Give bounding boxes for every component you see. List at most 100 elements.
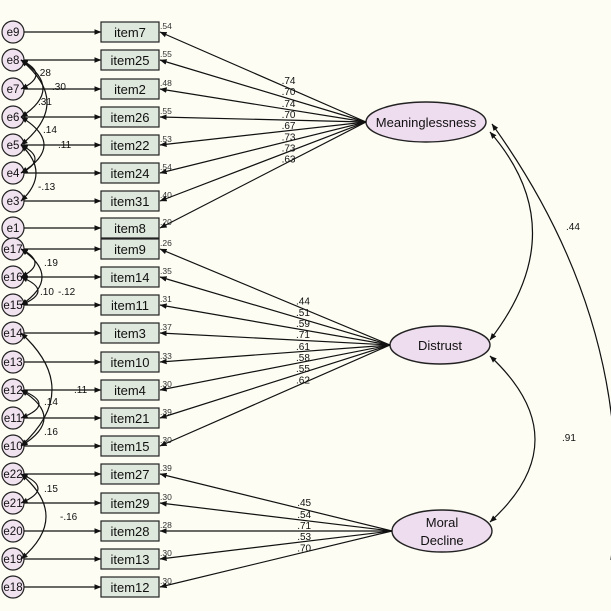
loading-path-distrust-item4 [159,344,391,392]
factor-meaninglessness-label: Meaninglessness [376,115,477,130]
r-squared-label: .40 [160,190,172,200]
factor-moral-decline-label-line1: Moral [426,515,459,530]
error-term-e17: e17 [1,237,102,261]
loading-path-moral_decline-item29 [159,501,393,532]
loading-path-distrust-item10 [159,344,391,365]
loading-label-item2: .74 [282,99,296,110]
error-label: e12 [3,385,22,397]
observed-item24: item24 .54 [100,162,172,184]
r-squared-label: .54 [160,21,172,31]
error-covariance-e22-e19 [20,473,47,560]
error-covariance-label: -.16 [60,512,78,523]
corr-arc-meaninglessness-moral-decline [491,123,611,560]
error-term-e15: e15 [1,293,102,317]
observed-item22: item22.53 [100,134,172,156]
error-label: e16 [3,272,22,284]
item-label: item10 [110,355,149,370]
error-covariance-e8-e5 [20,59,48,146]
loading-label-item26: .70 [282,110,296,121]
error-term-e1: e1 [1,216,102,240]
loading-label-item28: .71 [297,521,311,532]
r-squared-label: .35 [160,266,172,276]
error-label: e9 [7,27,20,39]
error-label: e21 [3,498,22,510]
error-term-e8: e8 [1,48,102,72]
r-squared-label: .54 [160,162,172,172]
observed-item25: item25.55 [100,49,172,71]
r-squared-label: .20 [160,217,172,227]
error-covariance-label: .15 [44,484,58,495]
loading-label-item8: .63 [282,154,296,165]
error-term-e9: e9 [1,20,102,44]
error-term-e10: e10 [1,434,102,458]
error-covariance-label: .11 [74,385,88,396]
loading-label-item22: .67 [282,121,296,132]
loading-label-item9: .44 [296,297,310,308]
error-covariances: .28.30.31.14.11-.13.19.10-.12.11.14.16.1… [20,59,88,560]
r-squared-label: .30 [160,548,172,558]
observed-item31: item31.40 [100,190,172,212]
error-label: e6 [7,112,20,124]
observed-item8: item8 .20 [100,217,172,239]
item-label: item25 [110,53,149,68]
error-covariance-e14-e10 [20,332,53,447]
factor-moral-decline-label-line2: Decline [420,533,463,548]
r-squared-label: .48 [160,78,172,88]
loading-label-item7: .74 [282,76,296,87]
observed-item21: item21.39 [100,407,172,429]
error-label: e11 [4,413,22,425]
loading-label-item31: .73 [282,144,296,155]
r-squared-label: .33 [160,351,172,361]
observed-item13: item13.30 [100,548,172,570]
item-label: item22 [110,138,149,153]
error-covariance-label: .30 [52,82,66,93]
item-label: item15 [110,439,149,454]
loading-label-item4: .58 [296,353,310,364]
loading-paths: .74.70.74.70.67.73.73.63.44.51.59.71.61.… [159,31,393,589]
r-squared-label: .31 [160,294,172,304]
corr-arc-distrust-moral-decline [489,355,536,523]
item-label: item3 [114,326,146,341]
r-squared-label: .30 [160,576,172,586]
error-label: e4 [7,168,20,180]
observed-item15: item15.30 [100,435,172,457]
item-label: item9 [114,242,146,257]
loading-path-distrust-item21 [159,344,391,419]
loading-path-distrust-item9 [159,248,391,346]
error-covariance-label: .11 [58,140,72,151]
r-squared-label: .30 [160,492,172,502]
item-label: item24 [110,166,149,181]
factor-moral-decline: Moral Decline [391,509,493,553]
item-label: item8 [114,221,146,236]
item-label: item7 [114,25,146,40]
loading-label-item29: .54 [297,510,311,521]
error-label: e13 [3,357,22,369]
observed-item11: item11.31 [100,294,172,316]
error-covariance-e17-e15 [20,248,43,306]
loading-path-meaninglessness-item24 [159,121,367,175]
error-term-e21: e21 [1,491,102,515]
observed-items: item7 .54 item25.55 item2 .48 item26.55 item22… [100,21,172,598]
loading-path-moral_decline-item12 [159,530,393,589]
error-term-e3: e3 [1,189,102,213]
error-covariance-label: .10 [40,287,54,298]
observed-item26: item26.55 [100,106,172,128]
loading-label-item13: .53 [297,532,311,543]
observed-item29: item29.30 [100,492,172,514]
loading-label-item27: .45 [297,498,311,509]
error-label: e19 [3,554,22,566]
error-covariance-label: .19 [44,258,58,269]
observed-item28: item28.28 [100,520,172,542]
factor-distrust-label: Distrust [418,338,462,353]
error-covariance-label: .14 [43,125,57,136]
item-label: item2 [114,82,146,97]
observed-item10: item10 .33 [100,351,172,373]
error-covariance-label: .14 [44,397,58,408]
loading-path-distrust-item3 [159,330,391,346]
error-term-e12: e12 [1,378,102,402]
loading-path-meaninglessness-item31 [159,121,367,202]
loading-path-meaninglessness-item7 [159,31,367,123]
observed-item2: item2 .48 [100,78,172,100]
